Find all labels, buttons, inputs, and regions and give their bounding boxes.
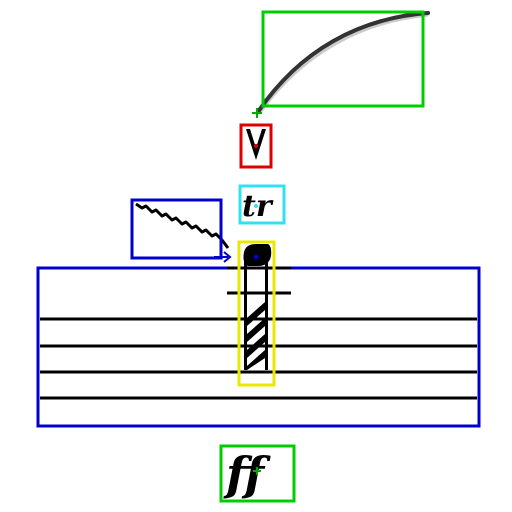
- dynamic-bounding-box: [219, 444, 296, 503]
- dynamic-label: ff: [223, 447, 271, 501]
- tremolo-note-icon: [243, 244, 272, 370]
- wavy-line-bounding-box: [130, 198, 223, 260]
- slur-anchor-marker: [252, 108, 262, 118]
- trill-wavy-line-icon: [135, 202, 230, 249]
- accent-bounding-box: [239, 123, 273, 169]
- marcato-accent-icon: [246, 129, 266, 160]
- trill-anchor-marker: [254, 204, 258, 208]
- slur-curve-icon: [256, 11, 430, 114]
- note-bounding-box: [237, 240, 276, 387]
- dynamic-anchor-marker: [253, 467, 261, 475]
- note-anchor-marker: [253, 254, 259, 260]
- trill-bounding-box: [238, 184, 286, 225]
- slur-bounding-box: [261, 10, 425, 108]
- accent-anchor-marker: [254, 144, 258, 148]
- wavy-line-arrow: [214, 251, 232, 263]
- ledger-lines: [227, 266, 291, 295]
